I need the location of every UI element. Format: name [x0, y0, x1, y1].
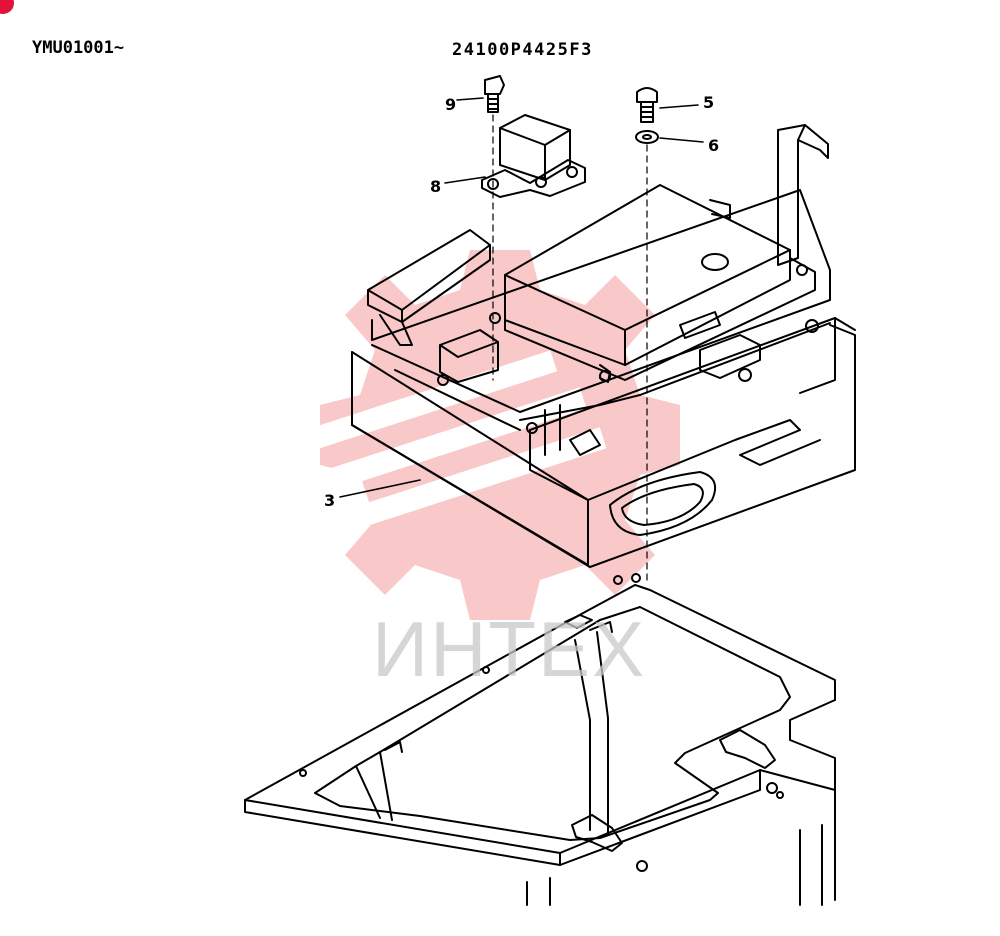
callout-8: 8: [430, 177, 441, 196]
callout-9: 9: [445, 95, 456, 114]
relay: [481, 114, 586, 198]
bolt-5: [636, 87, 658, 123]
leader-lines: [339, 97, 704, 498]
watermark-text: ИНТЕХ: [372, 605, 647, 693]
serial-range: YMU01001~: [32, 38, 125, 58]
callout-5: 5: [703, 93, 714, 112]
assembly-axes: [492, 114, 648, 581]
lower-frame: [244, 573, 836, 906]
part-number: 24100P4425F3: [452, 40, 593, 60]
controller-box: [504, 184, 816, 383]
watermark-logo: [302, 250, 680, 620]
callout-3: 3: [324, 491, 335, 510]
mounting-bracket: [351, 124, 856, 568]
corner-marker: [0, 0, 14, 14]
washer-6: [635, 130, 659, 144]
bolt-9: [484, 75, 505, 113]
left-module: [367, 229, 499, 383]
callout-6: 6: [708, 136, 719, 155]
drawing-lines: [244, 75, 856, 906]
